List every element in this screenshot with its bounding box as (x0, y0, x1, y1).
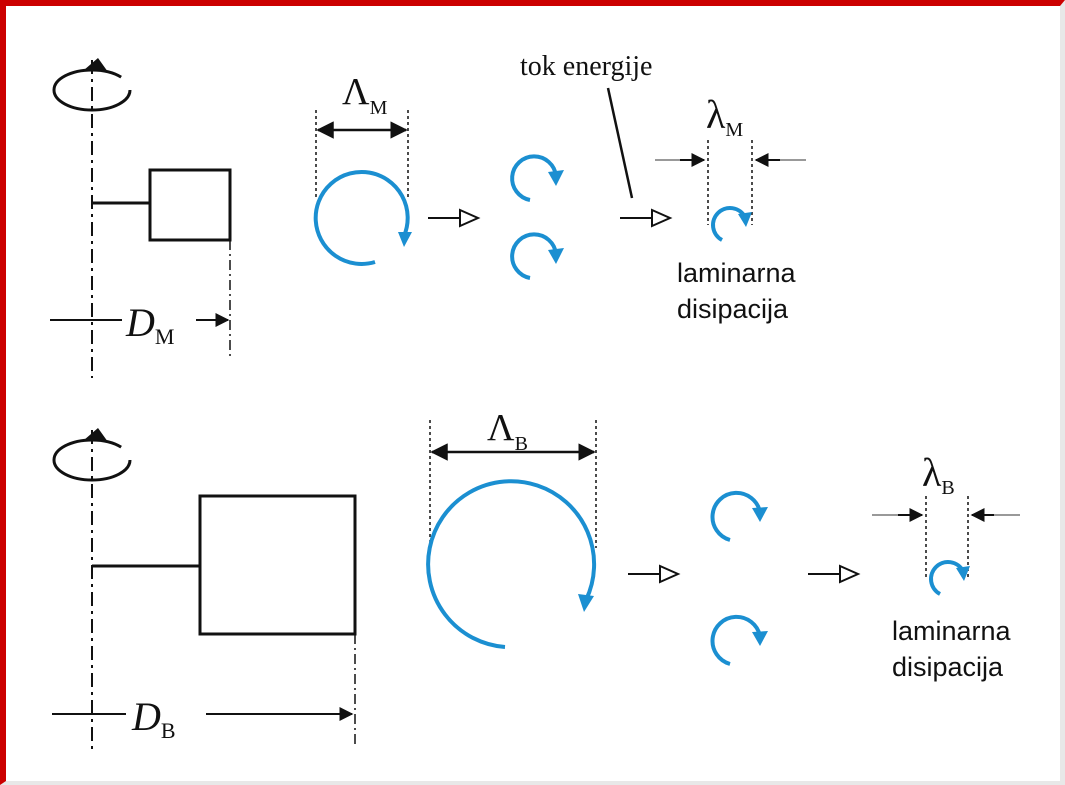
dissipation-label-line1: laminarna (677, 258, 797, 288)
top-cascade-group: ΛM tok energije λM (313, 51, 806, 324)
medium-eddy (510, 232, 558, 280)
hollow-arrow-icon (808, 564, 861, 584)
large-eddy (426, 479, 597, 649)
bottom-impeller-group: DB (52, 428, 357, 752)
large-scale-label: ΛB (487, 407, 528, 455)
impeller-blade (198, 494, 357, 636)
small-eddy (711, 206, 747, 242)
small-eddy (929, 560, 965, 596)
bottom-cascade-group: ΛB λB laminarna disipacija (426, 407, 1020, 682)
medium-eddy (710, 490, 762, 542)
eddy-arrowhead (578, 594, 594, 612)
large-scale-label: ΛM (342, 71, 388, 119)
large-eddy (313, 170, 410, 266)
dissipation-label-line1: laminarna (892, 616, 1012, 646)
medium-eddy (510, 154, 558, 202)
eddy-arrowhead (398, 232, 412, 247)
dissipation-label-line2: disipacija (892, 652, 1004, 682)
energy-flow-pointer (606, 87, 634, 199)
small-scale-label: λM (706, 92, 743, 141)
hollow-arrow-icon (428, 208, 481, 228)
top-impeller-group: DM (50, 58, 232, 378)
impeller-blade (148, 168, 232, 242)
diameter-label: DB (131, 694, 176, 743)
hollow-arrow-icon (628, 564, 681, 584)
small-scale-label: λB (922, 450, 955, 499)
medium-eddy (710, 614, 762, 666)
hollow-arrow-icon (620, 208, 673, 228)
diameter-label: DM (125, 300, 174, 349)
dissipation-label-line2: disipacija (677, 294, 789, 324)
energy-flow-label: tok energije (520, 51, 652, 82)
